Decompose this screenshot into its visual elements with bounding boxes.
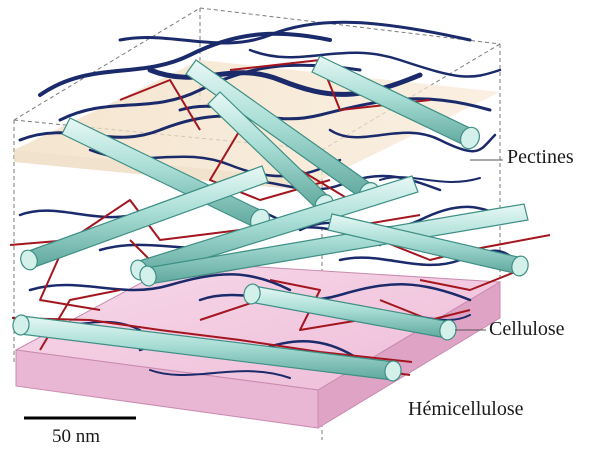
fibril: [139, 203, 529, 287]
hemicellulose-label: Hémicellulose: [408, 398, 524, 420]
fibril: [243, 283, 457, 341]
fibril: [20, 165, 269, 271]
cellulose-label: Cellulose: [489, 318, 565, 340]
fibril: [311, 55, 480, 150]
fibril: [327, 213, 529, 277]
fibril: [12, 314, 402, 382]
pectines-label: Pectines: [507, 146, 574, 168]
plasma-membrane-slab: [14, 261, 502, 429]
cellulose-microfibrils: [12, 55, 529, 382]
leader-lines: [455, 159, 503, 331]
scale-bar-label: 50 nm: [52, 426, 101, 447]
